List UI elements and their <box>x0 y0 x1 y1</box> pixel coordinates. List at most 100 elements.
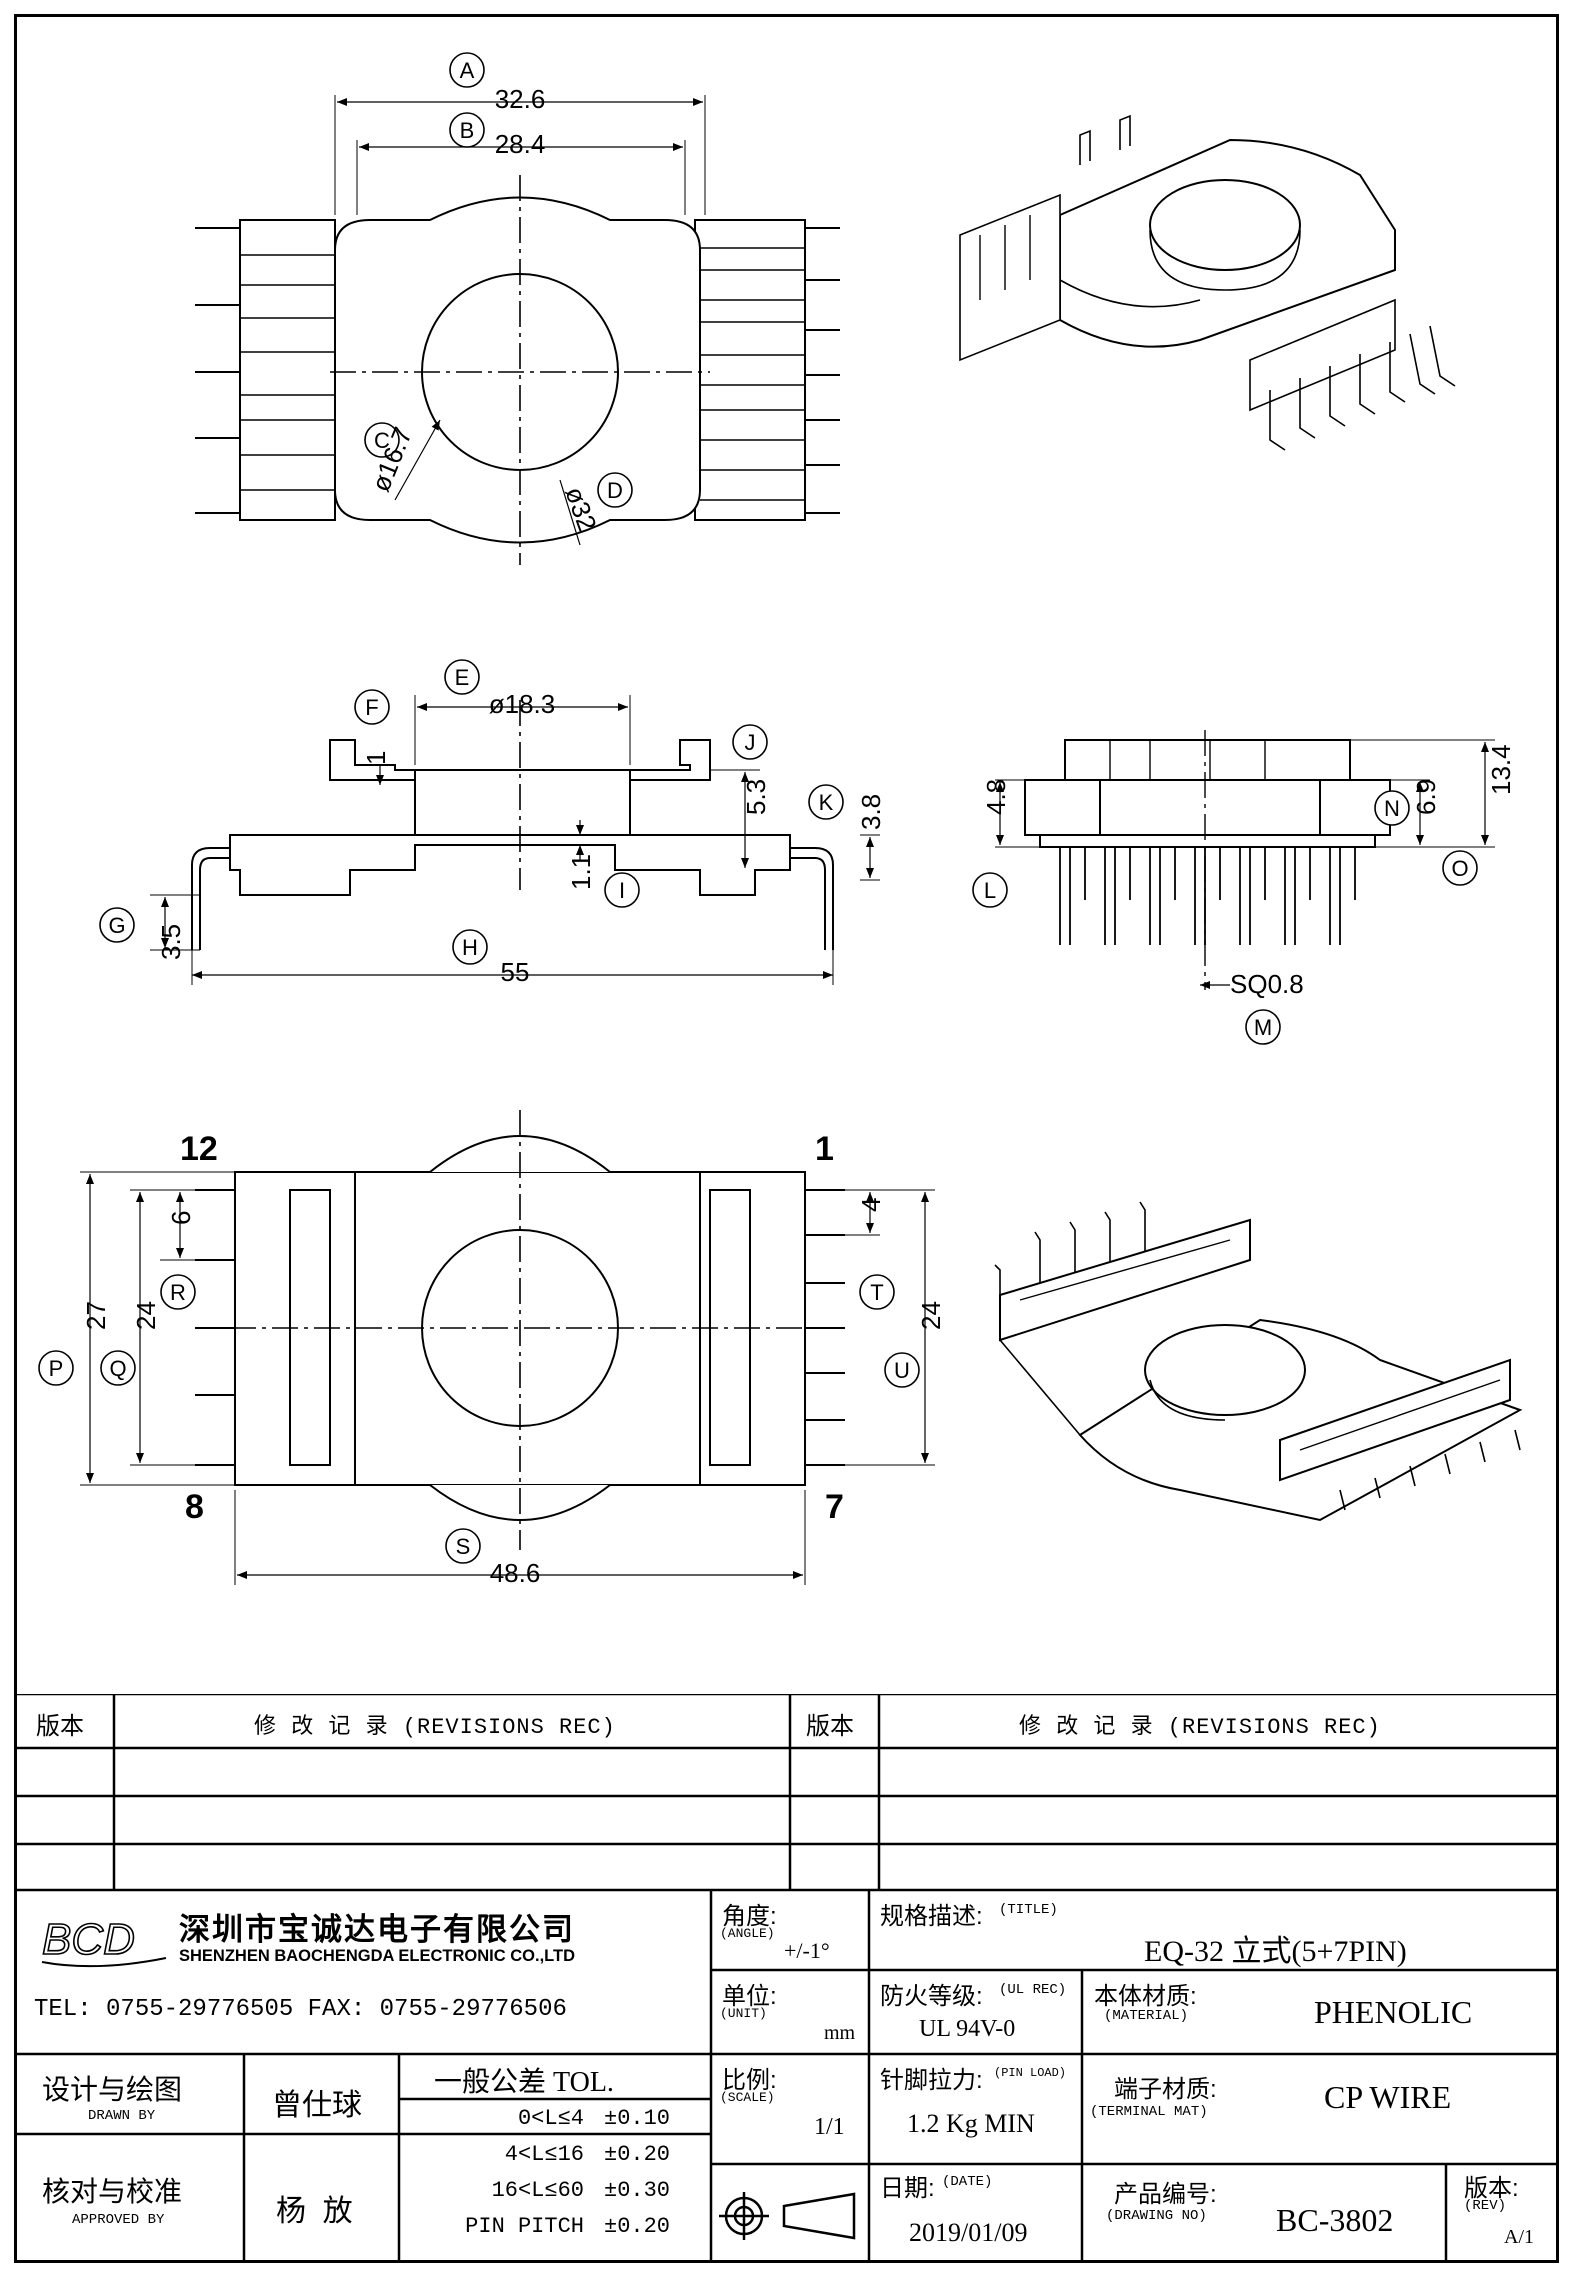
date-value: 2019/01/09 <box>909 2218 1028 2247</box>
side-view <box>150 695 880 985</box>
drawing-no-label-en: (DRAWING NO) <box>1106 2208 1207 2224</box>
bubble-h <box>452 929 488 965</box>
material-value: PHENOLIC <box>1314 1994 1473 2030</box>
bubble-o <box>1442 850 1478 886</box>
bubble-letter-p: P <box>49 1356 64 1381</box>
bubble-letter-n: N <box>1384 796 1400 821</box>
bubble-j <box>732 724 768 760</box>
bubble-letter-i: I <box>619 878 625 903</box>
dim-A: 32.6 <box>495 84 546 114</box>
drawn-by-label-en: DRAWN BY <box>88 2108 156 2124</box>
unit-value: mm <box>824 2022 856 2044</box>
company-name-cn: 深圳市宝诚达电子有限公司 <box>179 1912 575 1947</box>
rev-value: A/1 <box>1504 2226 1534 2248</box>
bottom-view <box>80 1110 935 1585</box>
terminal-label: 端子材质: <box>1114 2076 1217 2103</box>
bubble-s <box>445 1528 481 1564</box>
title-block: 版本 修 改 记 录 (REVISIONS REC) 版本 修 改 记 录 (R… <box>14 1694 1559 2263</box>
bubble-letter-t: T <box>870 1280 883 1305</box>
bubble-letter-o: O <box>1451 856 1468 881</box>
drawing-frame <box>14 14 1559 2263</box>
bubble-u <box>884 1352 920 1388</box>
dim-O: 13.4 <box>1486 744 1516 795</box>
bubble-e <box>444 659 480 695</box>
dim-I: 1.1 <box>566 854 596 890</box>
bubble-d <box>597 472 633 508</box>
dim-S: 48.6 <box>490 1558 541 1588</box>
ul-label: 防火等级: <box>880 1983 983 2010</box>
approved-by-label: 核对与校准 <box>42 2176 183 2207</box>
bubble-g <box>99 907 135 943</box>
bubble-letter-r: R <box>170 1280 186 1305</box>
bubble-letter-j: J <box>745 730 756 755</box>
bubble-letter-u: U <box>894 1358 910 1383</box>
projection-symbol-icon <box>719 2192 856 2240</box>
unit-label: 单位: <box>722 1983 777 2010</box>
dim-N: 6.9 <box>1411 779 1441 815</box>
iso-view-bottom <box>994 1201 1523 1522</box>
dim-T: 4 <box>856 1198 886 1212</box>
bubble-a <box>449 52 485 88</box>
tolerance-row: 16<L≤60 ±0.30 <box>409 2178 709 2212</box>
rev-title-left: 修 改 记 录 (REVISIONS REC) <box>254 1715 616 1740</box>
bubble-letter-b: B <box>460 118 475 143</box>
bubble-b <box>449 112 485 148</box>
approved-by-value: 杨 放 <box>276 2195 353 2228</box>
scale-label: 比例: <box>722 2067 777 2094</box>
dim-F: 1 <box>361 751 391 765</box>
tolerance-row: PIN PITCH±0.20 <box>409 2214 709 2248</box>
dim-K: 3.8 <box>856 794 886 830</box>
bubble-letter-k: K <box>819 790 834 815</box>
date-label: 日期: <box>880 2175 935 2202</box>
drawn-by-value: 曾仕球 <box>272 2089 362 2122</box>
drawing-no-label: 产品编号: <box>1114 2181 1217 2208</box>
pin-load-label: 针脚拉力: <box>880 2067 983 2094</box>
bubble-r <box>160 1274 196 1310</box>
dim-H: 55 <box>501 957 530 987</box>
tolerance-row: 0<L≤4±0.10 <box>409 2106 709 2140</box>
bubble-t <box>859 1274 895 1310</box>
bubble-p <box>38 1350 74 1386</box>
ul-label-en: (UL REC) <box>999 1982 1067 1998</box>
angle-label: 角度: <box>722 1903 777 1930</box>
company-logo: BCD <box>41 1914 167 1968</box>
rev-label: 版本: <box>1464 2175 1519 2202</box>
title-label: 规格描述: <box>880 1903 983 1930</box>
bottom-view-right-pins <box>805 1189 845 1466</box>
pin-12-label: 12 <box>180 1130 218 1168</box>
bubble-q <box>100 1350 136 1386</box>
title-value: EQ-32 立式(5+7PIN) <box>1144 1935 1407 1968</box>
pin-7-label: 7 <box>825 1488 844 1526</box>
bubble-c <box>364 422 400 458</box>
bubble-letter-h: H <box>462 935 478 960</box>
tolerance-range: 16<L≤60 <box>491 2178 584 2203</box>
rev-title-right: 修 改 记 录 (REVISIONS REC) <box>1019 1715 1381 1740</box>
dim-Q: 24 <box>131 1301 161 1330</box>
tolerance-value: ±0.20 <box>604 2142 671 2167</box>
bubble-letter-c: C <box>374 428 390 453</box>
unit-label-en: (UNIT) <box>720 2006 767 2021</box>
scale-value: 1/1 <box>814 2114 845 2140</box>
tolerance-range: PIN PITCH <box>465 2214 584 2239</box>
material-label-en: (MATERIAL) <box>1104 2008 1189 2024</box>
tolerance-value: ±0.30 <box>604 2178 671 2203</box>
rev-header-right: 版本 <box>806 1713 854 1740</box>
angle-label-en: (ANGLE) <box>720 1926 775 1941</box>
bubble-letter-s: S <box>456 1534 471 1559</box>
dim-K2: 5.3 <box>741 779 771 815</box>
front-view <box>995 730 1495 990</box>
tolerance-range: 4<L≤16 <box>504 2142 584 2167</box>
bubble-letter-l: L <box>984 878 996 903</box>
bubble-letter-q: Q <box>109 1356 126 1381</box>
bubble-n <box>1374 790 1410 826</box>
top-view <box>195 95 840 565</box>
rev-header-left: 版本 <box>36 1713 84 1740</box>
dim-G: 3.5 <box>156 924 186 960</box>
pin-8-label: 8 <box>185 1488 204 1526</box>
bubble-letter-d: D <box>607 478 623 503</box>
title-block-grid <box>14 1694 1559 2263</box>
scale-label-en: (SCALE) <box>720 2090 775 2105</box>
angle-value: +/-1° <box>784 1938 830 1963</box>
dim-E: ø18.3 <box>489 689 556 719</box>
